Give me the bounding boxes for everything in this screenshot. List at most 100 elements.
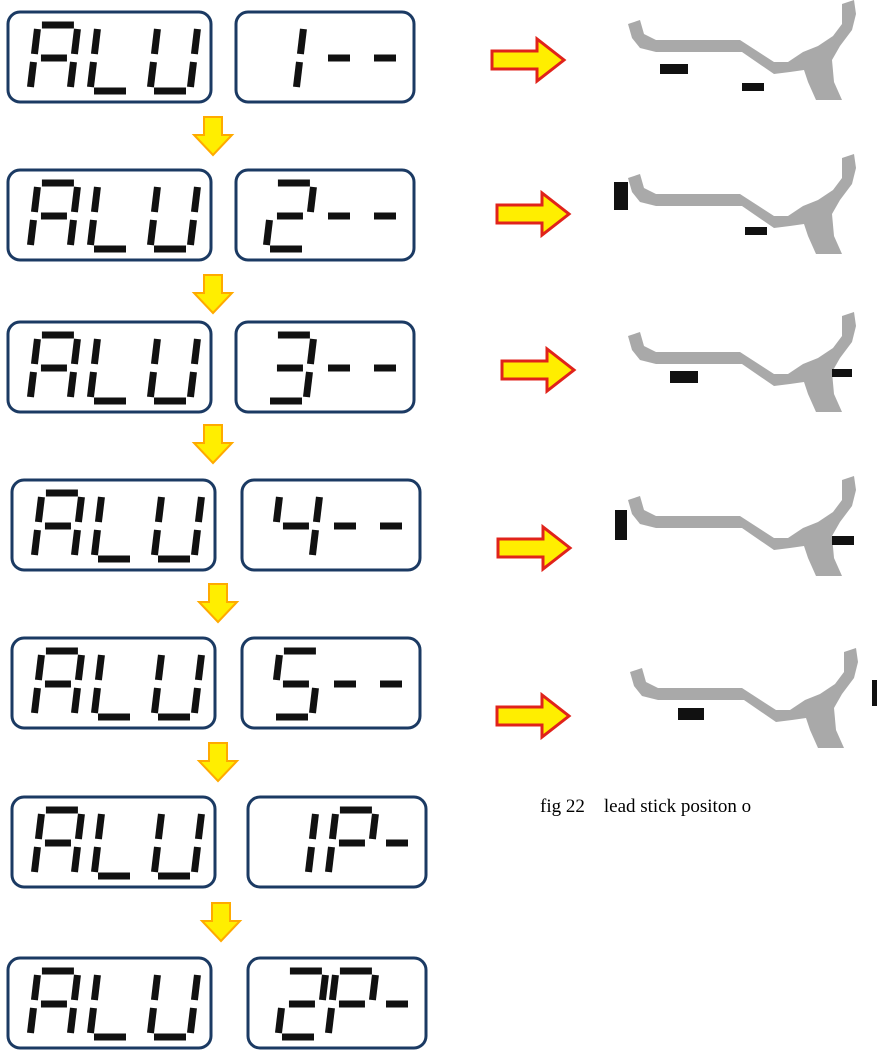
segment-f bbox=[154, 654, 165, 681]
segment-f bbox=[328, 974, 339, 1001]
segment-e bbox=[147, 371, 157, 398]
segment-digit bbox=[272, 647, 319, 721]
segment-digit bbox=[272, 496, 323, 556]
display-panel-right bbox=[234, 320, 416, 414]
display-row bbox=[10, 795, 428, 889]
segment-b bbox=[194, 496, 205, 523]
right-arrow-icon bbox=[500, 345, 577, 395]
segment-e bbox=[275, 1007, 285, 1034]
right-arrow-icon bbox=[495, 691, 572, 741]
segment-f bbox=[94, 654, 105, 681]
segment-digit bbox=[27, 331, 81, 398]
display-row bbox=[6, 10, 416, 104]
segment-digit bbox=[325, 806, 379, 873]
segment-e bbox=[87, 61, 97, 88]
segment-f bbox=[30, 186, 41, 213]
right-arrow-icon bbox=[490, 35, 567, 85]
segment-digit bbox=[151, 813, 205, 880]
rim-profile bbox=[628, 154, 856, 254]
segment-f bbox=[94, 496, 105, 523]
segment-b bbox=[194, 654, 205, 681]
display-panel-left bbox=[6, 168, 213, 262]
segment-digit bbox=[91, 654, 130, 721]
segment-e bbox=[91, 846, 101, 873]
lead-weight bbox=[832, 369, 852, 377]
segment-digit bbox=[293, 28, 307, 88]
segment-digit bbox=[31, 489, 85, 556]
down-arrow-icon bbox=[199, 902, 243, 943]
segment-digit bbox=[87, 186, 126, 253]
segment-c bbox=[67, 219, 77, 246]
segment-b bbox=[306, 338, 317, 365]
segment-e bbox=[87, 219, 97, 246]
segment-c bbox=[67, 371, 77, 398]
down-arrow-icon bbox=[196, 742, 240, 783]
rim-profile bbox=[628, 476, 856, 576]
segment-f bbox=[94, 813, 105, 840]
segment-b bbox=[308, 813, 319, 840]
segment-f bbox=[90, 186, 101, 213]
segment-c bbox=[187, 1007, 197, 1034]
segment-b bbox=[368, 813, 379, 840]
segment-e bbox=[31, 846, 41, 873]
segment-b bbox=[190, 338, 201, 365]
segment-c bbox=[293, 61, 303, 88]
segment-digit bbox=[87, 338, 126, 405]
segment-c bbox=[303, 371, 313, 398]
segment-b bbox=[74, 654, 85, 681]
figure-caption: fig 22 lead stick positon o bbox=[540, 796, 752, 817]
segment-c bbox=[67, 61, 77, 88]
down-arrow-icon bbox=[196, 583, 240, 624]
segment-c bbox=[309, 687, 319, 714]
segment-f bbox=[90, 338, 101, 365]
down-arrow-icon bbox=[191, 274, 235, 315]
segment-e bbox=[31, 529, 41, 556]
segment-digit bbox=[31, 647, 85, 714]
segment-e bbox=[147, 1007, 157, 1034]
segment-f bbox=[150, 974, 161, 1001]
display-frame bbox=[240, 636, 422, 730]
display-row bbox=[6, 168, 416, 262]
segment-f bbox=[34, 813, 45, 840]
rim-profile-diagram bbox=[615, 476, 856, 576]
segment-e bbox=[87, 371, 97, 398]
segment-b bbox=[190, 28, 201, 55]
rim-profile bbox=[630, 648, 858, 748]
display-panel-right bbox=[234, 168, 416, 262]
segment-digit bbox=[91, 813, 130, 880]
segment-digit bbox=[151, 654, 205, 721]
segment-b bbox=[296, 28, 307, 55]
segment-e bbox=[91, 529, 101, 556]
lead-weight bbox=[615, 510, 627, 540]
segment-e bbox=[27, 1007, 37, 1034]
segment-e bbox=[91, 687, 101, 714]
segment-b bbox=[70, 28, 81, 55]
display-panel-right bbox=[246, 956, 428, 1050]
rim-profile-diagram bbox=[628, 0, 856, 100]
segment-b bbox=[194, 813, 205, 840]
segment-f bbox=[30, 28, 41, 55]
segment-b bbox=[368, 974, 379, 1001]
down-arrow-icon bbox=[191, 116, 235, 157]
lead-weight bbox=[742, 83, 764, 91]
rim-profile-diagram bbox=[628, 312, 856, 412]
segment-f bbox=[30, 974, 41, 1001]
segment-c bbox=[191, 846, 201, 873]
display-panel-left bbox=[10, 478, 217, 572]
segment-f bbox=[150, 338, 161, 365]
segment-c bbox=[187, 61, 197, 88]
segment-digit bbox=[147, 186, 201, 253]
segment-c bbox=[67, 1007, 77, 1034]
segment-e bbox=[325, 1007, 335, 1034]
down-arrow-icon bbox=[191, 424, 235, 465]
display-row bbox=[6, 956, 428, 1050]
display-frame bbox=[234, 10, 416, 104]
segment-digit bbox=[263, 179, 317, 253]
segment-e bbox=[325, 846, 335, 873]
segment-digit bbox=[325, 967, 379, 1034]
segment-digit bbox=[27, 179, 81, 246]
segment-digit bbox=[147, 338, 201, 405]
rim-profile-diagram bbox=[630, 648, 877, 748]
display-panel-left bbox=[10, 795, 217, 889]
